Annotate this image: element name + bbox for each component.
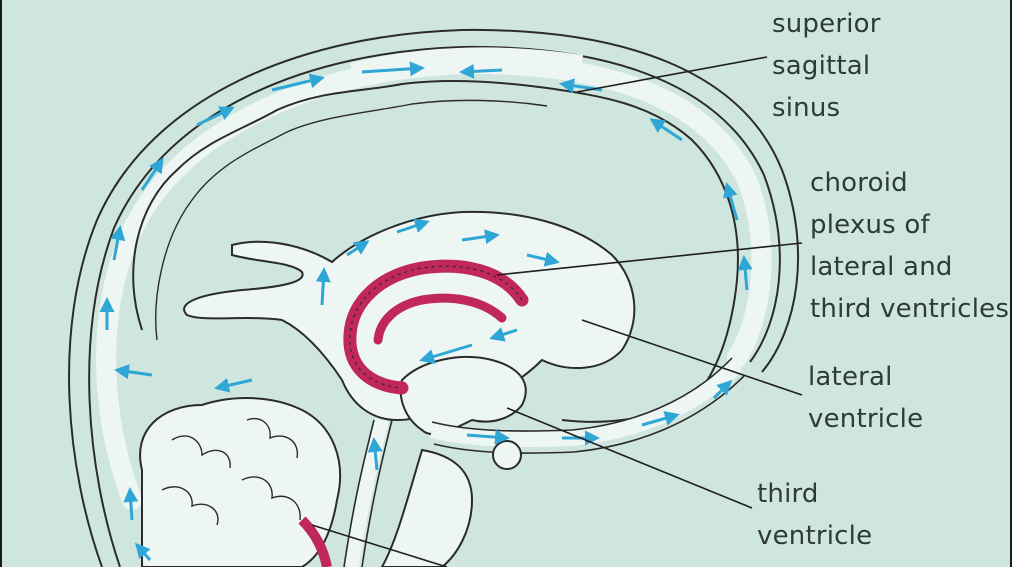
label-third-ventricle: third ventricle (757, 473, 872, 557)
label-line: choroid (810, 162, 1009, 204)
label-choroid-plexus: choroid plexus of lateral and third vent… (810, 162, 1009, 330)
label-line: third (757, 473, 872, 515)
third-ventricle-shape (401, 357, 526, 434)
label-line: sinus (772, 87, 881, 129)
label-superior-sagittal-sinus: superior sagittal sinus (772, 3, 881, 129)
label-line: third ventricles (810, 288, 1009, 330)
label-line: lateral (808, 356, 923, 398)
label-lateral-ventricle: lateral ventricle (808, 356, 923, 440)
cerebellum (140, 398, 340, 567)
brainstem (382, 450, 472, 567)
label-line: lateral and (810, 246, 1009, 288)
label-line: ventricle (757, 515, 872, 557)
pituitary-bulb (493, 441, 521, 469)
label-line: superior (772, 3, 881, 45)
label-line: sagittal (772, 45, 881, 87)
label-line: plexus of (810, 204, 1009, 246)
label-line: ventricle (808, 398, 923, 440)
